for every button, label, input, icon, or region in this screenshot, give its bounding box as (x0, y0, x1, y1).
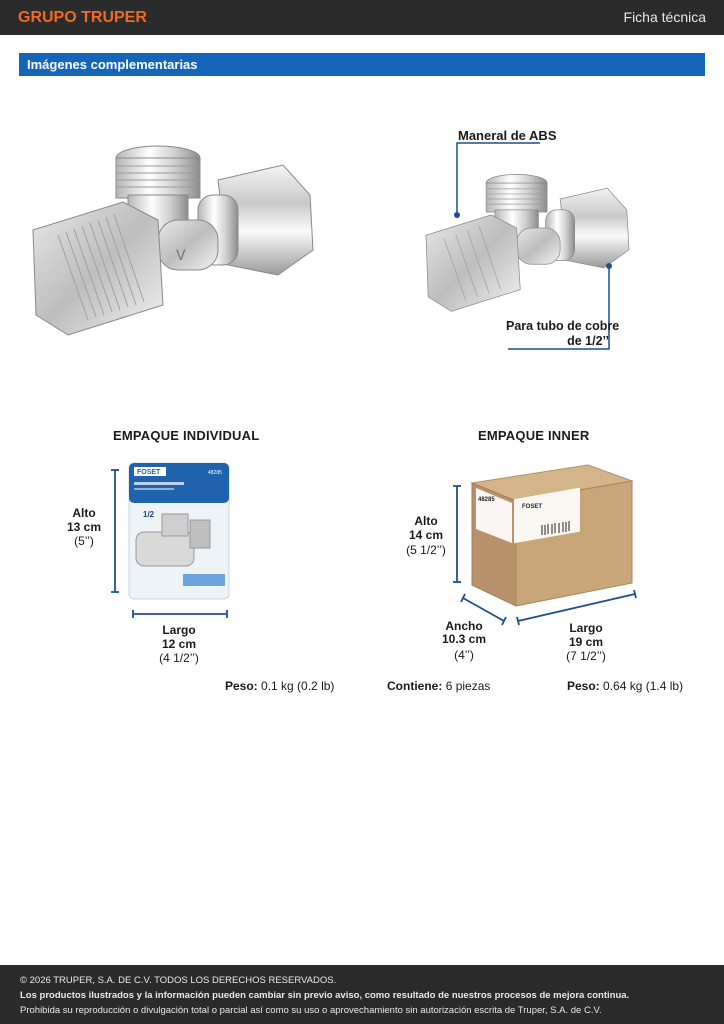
inner-dimension-lines (453, 485, 637, 626)
inner-box-brand: FOSET (522, 504, 542, 510)
footer-copyright: © 2026 TRUPER, S.A. DE C.V. TODOS LOS DE… (20, 975, 337, 986)
inner-box-image: 48285 FOSET (470, 464, 634, 607)
individual-alto-label: Alto (72, 506, 96, 520)
inner-contents-label: Contiene: (387, 679, 443, 693)
footer-prohibition: Prohibida su reproducción o divulgación … (20, 1005, 602, 1016)
callout-lines (454, 142, 612, 350)
inner-largo-label: Largo (569, 621, 603, 635)
inner-weight-value: 0.64 kg (1.4 lb) (603, 679, 684, 693)
individual-package-heading: EMPAQUE INDIVIDUAL (113, 428, 260, 443)
callout-pipe-label-line2: de 1/2’’ (567, 334, 609, 348)
callout-handle-label: Maneral de ABS (458, 128, 557, 143)
individual-dimension-lines (111, 469, 228, 618)
section-title: Imágenes complementarias (27, 57, 198, 72)
individual-largo-label: Largo (162, 623, 196, 637)
individual-package-brand: FOSET (137, 469, 161, 476)
document-type: Ficha técnica (623, 9, 706, 25)
inner-package-heading: EMPAQUE INNER (478, 428, 590, 443)
individual-weight-value: 0.1 kg (0.2 lb) (261, 679, 335, 693)
individual-alto-cm: 13 cm (66, 520, 102, 534)
individual-package-code: 48285 (208, 470, 222, 476)
inner-box-code: 48285 (478, 497, 495, 503)
individual-weight: Peso: 0.1 kg (0.2 lb) (225, 679, 334, 693)
inner-contents-value: 6 piezas (445, 679, 491, 693)
individual-alto-in: (5’’) (74, 534, 94, 548)
inner-alto-cm: 14 cm (408, 528, 444, 542)
individual-largo-in: (4 1/2’’) (159, 651, 199, 665)
inner-weight-label: Peso: (567, 679, 600, 693)
inner-alto-in: (5 1/2’’) (406, 543, 446, 557)
inner-weight: Peso: 0.64 kg (1.4 lb) (567, 679, 683, 693)
individual-weight-label: Peso: (225, 679, 258, 693)
svg-text:V: V (176, 248, 186, 264)
inner-alto-label: Alto (414, 514, 438, 528)
footer: © 2026 TRUPER, S.A. DE C.V. TODOS LOS DE… (0, 965, 724, 1024)
inner-ancho-in: (4’’) (454, 648, 474, 662)
inner-largo-cm: 19 cm (568, 635, 604, 649)
footer-disclaimer: Los productos ilustrados y la informació… (20, 990, 630, 1001)
callout-pipe-label-line1: Para tubo de cobre (506, 319, 620, 333)
inner-ancho-cm: 10.3 cm (441, 632, 487, 646)
individual-package-image: FOSET 48285 1/2 (128, 462, 230, 600)
inner-largo-in: (7 1/2’’) (566, 649, 606, 663)
brand-logo: GRUPO TRUPER (18, 9, 147, 26)
individual-largo-cm: 12 cm (161, 637, 197, 651)
product-valve-image: V (32, 145, 314, 336)
section-header: Imágenes complementarias (19, 53, 705, 76)
inner-ancho-label: Ancho (445, 619, 483, 633)
product-valve-detail-image (425, 173, 630, 312)
top-bar: GRUPO TRUPER Ficha técnica (0, 0, 724, 35)
individual-package-size: 1/2 (143, 510, 155, 519)
inner-contents: Contiene: 6 piezas (387, 679, 490, 693)
